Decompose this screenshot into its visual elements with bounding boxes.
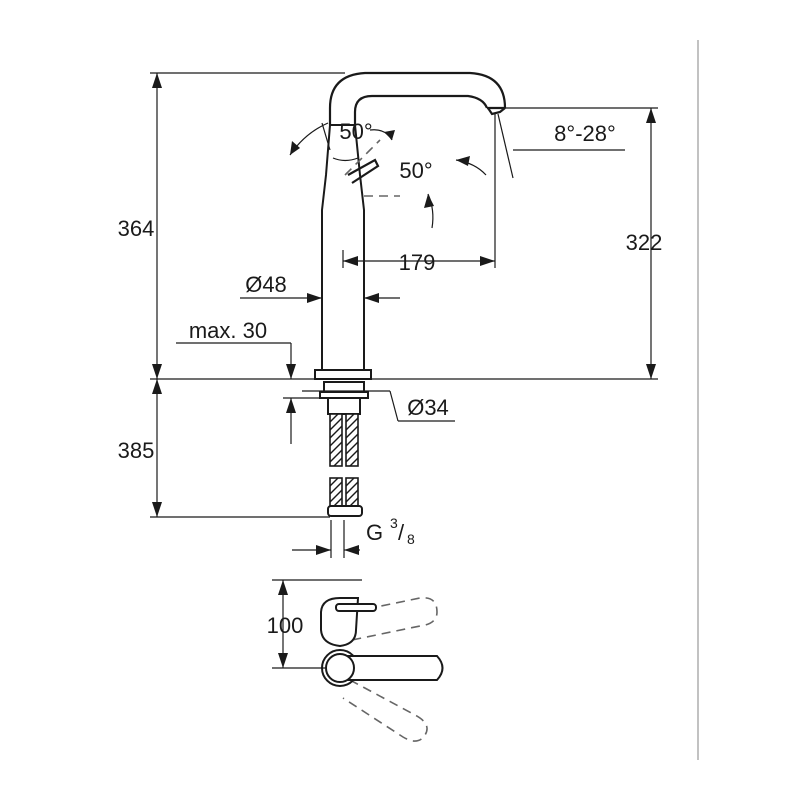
- lever-angle-top-label: 50°: [339, 119, 372, 144]
- spout-swivel-label: 8°-28°: [554, 121, 616, 146]
- body-diameter-label: Ø48: [245, 272, 287, 297]
- hose-right: [345, 413, 359, 467]
- max-deck-thickness-label: max. 30: [189, 318, 267, 343]
- hose-right-lower: [345, 477, 359, 507]
- hose-left: [329, 413, 343, 467]
- hose-left-lower: [329, 477, 343, 507]
- below-deck-label: 385: [118, 438, 155, 463]
- thread-main-label: G: [366, 520, 383, 545]
- dimension-lines: [150, 72, 658, 558]
- lever-angle-side-label: 50°: [399, 158, 432, 183]
- hole-diameter-label: Ø34: [407, 395, 449, 420]
- thread-spec-label: G 3 / 8: [366, 515, 415, 547]
- under-deck-assembly: [319, 381, 369, 517]
- thread-numerator-label: 3: [390, 515, 398, 531]
- spout-reach-label: 179: [399, 250, 436, 275]
- total-height-label: 364: [118, 216, 155, 241]
- top-view-depth-label: 100: [267, 613, 304, 638]
- thread-denominator-label: 8: [407, 531, 415, 547]
- faucet-top-view: [272, 579, 444, 742]
- spout-height-label: 322: [626, 230, 663, 255]
- thread-slash: /: [398, 520, 405, 545]
